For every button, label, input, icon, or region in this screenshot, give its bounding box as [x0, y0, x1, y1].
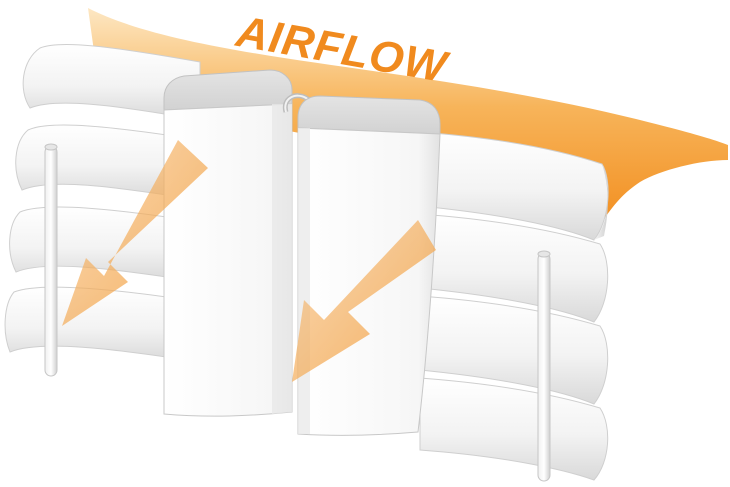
tilt-rod-right — [538, 251, 550, 481]
tilt-rod-left — [45, 144, 57, 376]
right-louver-stack — [420, 132, 608, 480]
center-post-left — [164, 70, 292, 416]
center-post-right — [298, 96, 440, 435]
